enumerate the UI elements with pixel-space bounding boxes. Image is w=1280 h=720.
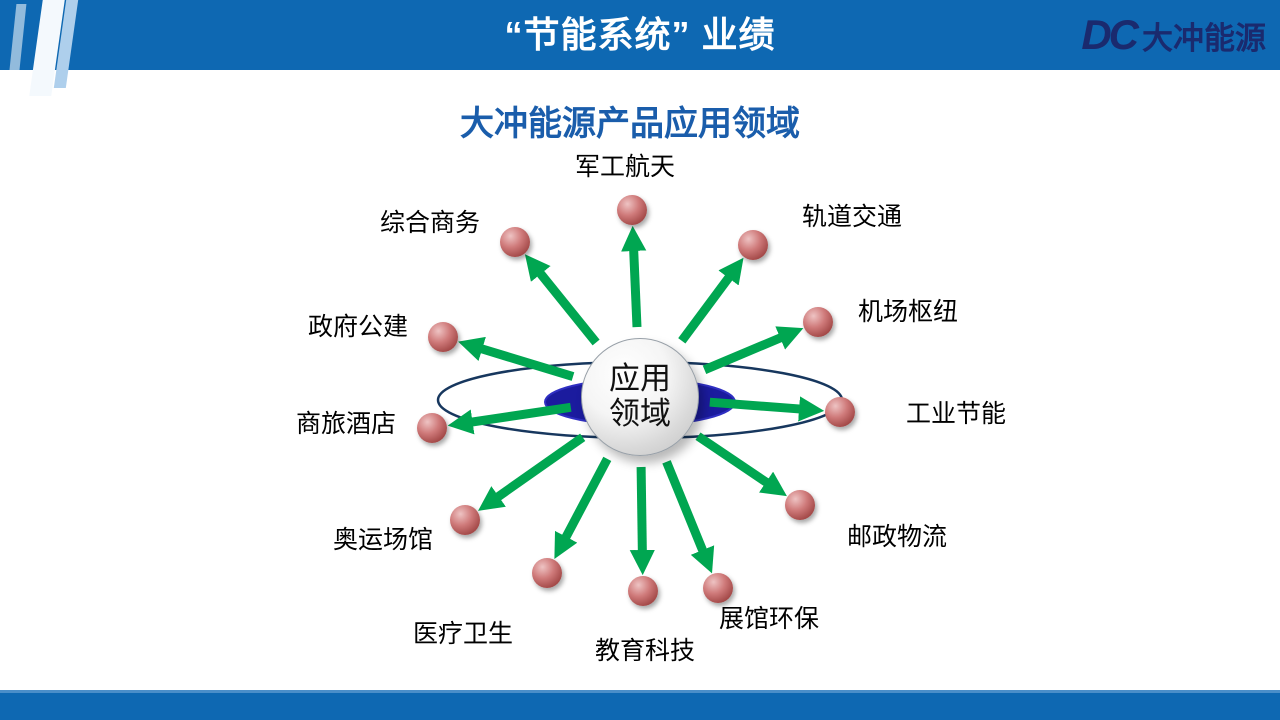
node-label: 商旅酒店 (295, 411, 397, 438)
node-sphere (428, 322, 458, 352)
spoke-arrow (702, 326, 804, 374)
node-label: 军工航天 (574, 154, 676, 181)
node-label: 轨道交通 (801, 204, 903, 231)
spoke-arrow (524, 254, 600, 346)
node-sphere (532, 558, 562, 588)
node-sphere (628, 576, 658, 606)
spoke-arrows-group (447, 225, 825, 576)
hub-label-line1: 应用 (609, 361, 671, 397)
company-logo: DC 大冲能源 (1081, 0, 1266, 70)
node-label: 政府公建 (307, 314, 409, 341)
node-label: 奥运场馆 (332, 527, 434, 554)
spoke-arrow (695, 432, 787, 497)
spoke-arrow (678, 257, 744, 344)
node-label: 医疗卫生 (412, 621, 514, 648)
node-label: 工业节能 (905, 401, 1007, 428)
node-sphere (617, 195, 647, 225)
header-title: “节能系统” 业绩 (504, 14, 776, 55)
spoke-arrow (478, 433, 586, 511)
footer-bar (0, 690, 1280, 720)
node-sphere (703, 573, 733, 603)
node-sphere (500, 227, 530, 257)
node-sphere (803, 307, 833, 337)
node-sphere (738, 230, 768, 260)
spoke-arrow (709, 396, 825, 422)
spoke-arrow (458, 336, 575, 381)
node-sphere (450, 505, 480, 535)
spoke-arrow (629, 466, 655, 576)
node-label: 机场枢纽 (857, 299, 959, 326)
spoke-arrow (621, 225, 647, 328)
node-sphere (417, 413, 447, 443)
diagram-center-hub: 应用 领域 (581, 338, 699, 456)
node-label: 教育科技 (594, 638, 696, 665)
spoke-arrow (554, 456, 612, 560)
node-sphere (785, 490, 815, 520)
spoke-arrow (447, 402, 572, 435)
spoke-arrow (662, 460, 715, 574)
hub-label-line2: 领域 (609, 396, 671, 431)
node-label: 展馆环保 (718, 606, 820, 633)
slide-title: 大冲能源产品应用领域 (460, 105, 800, 143)
node-label: 邮政物流 (846, 524, 948, 551)
node-sphere (825, 397, 855, 427)
node-label: 综合商务 (379, 210, 481, 237)
logo-dc-icon: DC (1081, 11, 1139, 58)
header-bar: “节能系统” 业绩 DC 大冲能源 (0, 0, 1280, 70)
logo-company-name: 大冲能源 (1142, 20, 1266, 56)
